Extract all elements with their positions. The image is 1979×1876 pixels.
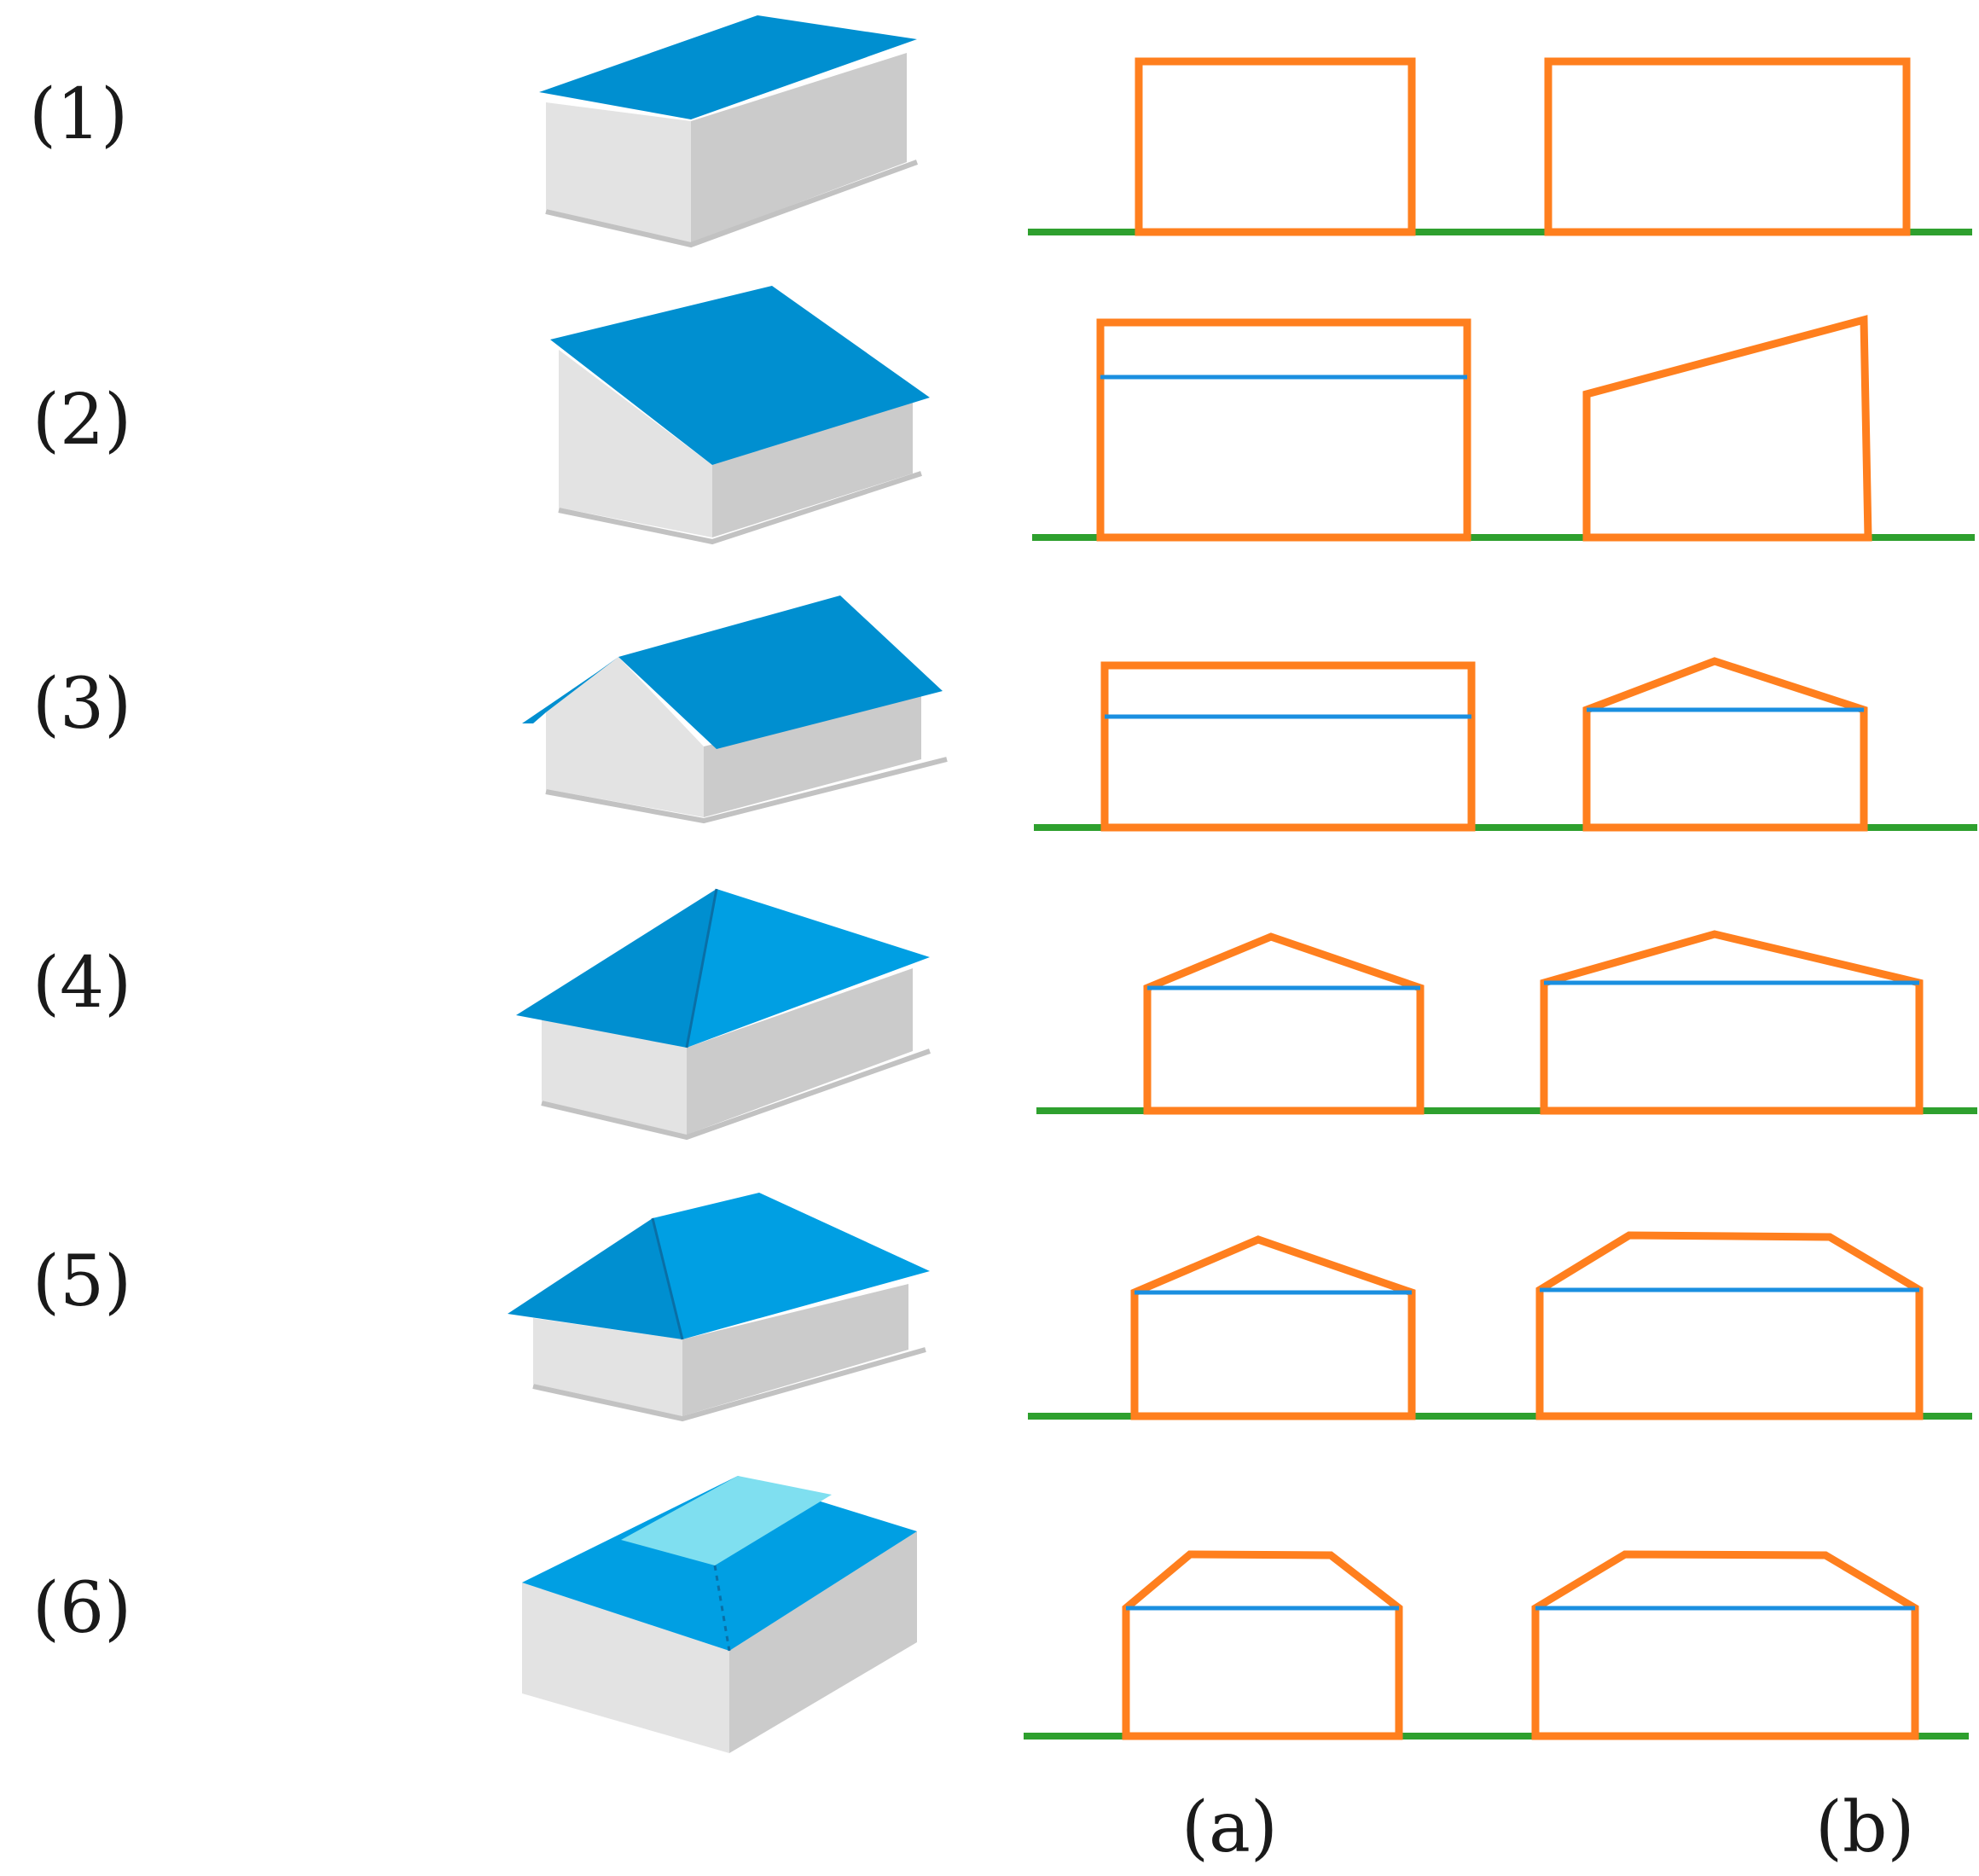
- row-2-section-b: [1582, 315, 1975, 542]
- row-2-isometric-shed-roof: [550, 286, 930, 545]
- row-5-isometric-hip-roof: [508, 1193, 930, 1422]
- row-4-section-b: [1540, 930, 1977, 1115]
- column-label-b: (b): [1815, 1787, 1914, 1868]
- row-5-section-a: [1028, 1235, 1540, 1420]
- row-label-2: (2): [32, 380, 131, 461]
- row-3-section-a: [1034, 661, 1587, 832]
- row-5-section-b: [1535, 1231, 1972, 1420]
- row-4-section-a: [1036, 932, 1544, 1115]
- row-label-6: (6): [32, 1568, 131, 1649]
- row-6-section-a: [1024, 1550, 1535, 1740]
- row-1-isometric-flat-roof: [539, 15, 919, 248]
- row-label-3: (3): [32, 664, 131, 745]
- row-3-isometric-gable-roof: [522, 595, 948, 824]
- row-label-1: (1): [29, 74, 128, 155]
- row-2-section-a: [1032, 318, 1587, 542]
- row-label-4: (4): [32, 943, 131, 1024]
- row-1-section-a: [1028, 57, 1548, 236]
- row-1-section-b: [1544, 57, 1972, 236]
- column-label-a: (a): [1181, 1787, 1278, 1868]
- row-4-isometric-hip-roof: [516, 888, 931, 1141]
- row-6-isometric-flat-top-hip-roof: [522, 1476, 917, 1753]
- row-6-section-b: [1531, 1550, 1969, 1740]
- row-3-section-b: [1582, 657, 1977, 832]
- row-label-5: (5): [32, 1241, 131, 1322]
